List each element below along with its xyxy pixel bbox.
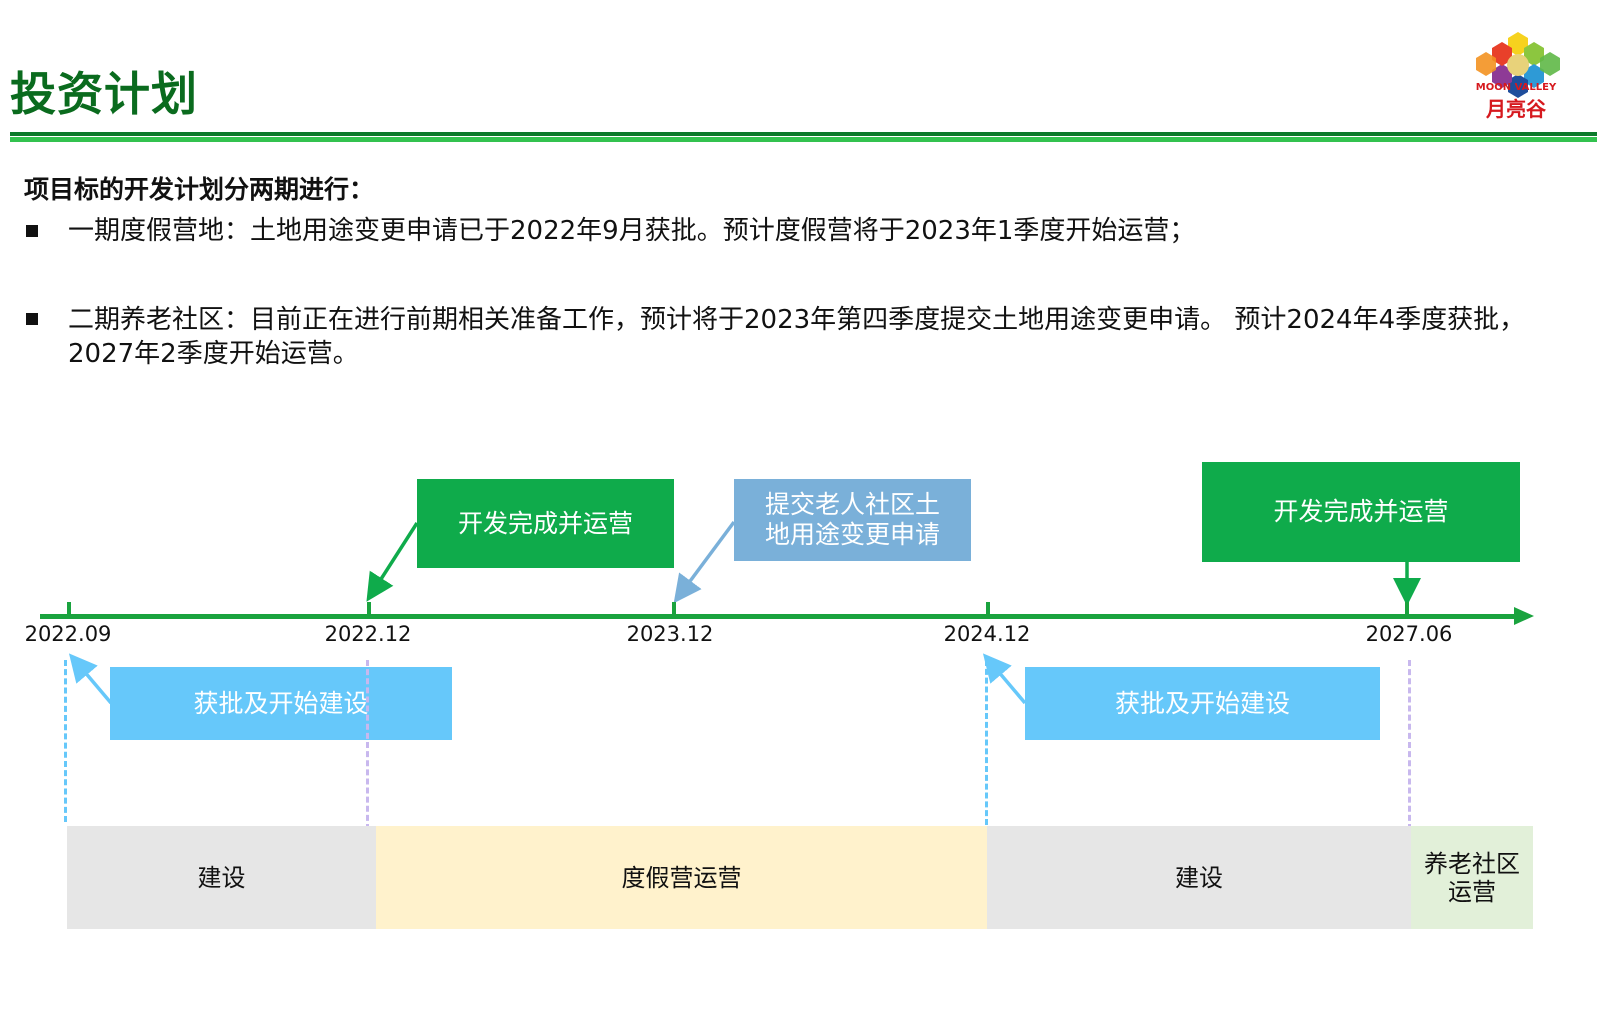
header-divider-dark xyxy=(10,132,1597,136)
logo-text-cn: 月亮谷 xyxy=(1486,97,1546,121)
callout-development-complete-2: 开发完成并运营 xyxy=(1202,462,1520,562)
arrow-to-2022-12 xyxy=(366,522,419,602)
timeline-arrowhead-icon xyxy=(1514,607,1534,625)
date-label-2022-09: 2022.09 xyxy=(24,622,112,646)
moon-valley-logo-icon xyxy=(1476,32,1560,98)
callout-development-complete-1: 开发完成并运营 xyxy=(417,479,674,568)
intro-heading: 项目标的开发计划分两期进行： xyxy=(24,175,375,204)
logo-text-en: MOON VALLEY xyxy=(1475,82,1557,93)
arrow-to-2024-12 xyxy=(982,653,1027,705)
tick-2023-12 xyxy=(672,602,676,618)
tick-2022-09 xyxy=(67,602,71,618)
phase-construction-2: 建设 xyxy=(987,826,1411,929)
bullet-phase-2: 二期养老社区：目前正在进行前期相关准备工作，预计将于2023年第四季度提交土地用… xyxy=(68,305,1526,369)
dash-2024-12 xyxy=(985,660,988,825)
phase-construction-1: 建设 xyxy=(67,826,376,929)
arrow-to-2022-09 xyxy=(68,653,113,705)
phase-camp-operation: 度假营运营 xyxy=(376,826,987,929)
date-label-2024-12: 2024.12 xyxy=(943,622,1031,646)
callout-approval-construction-2: 获批及开始建设 xyxy=(1025,667,1380,740)
date-label-2023-12: 2023.12 xyxy=(626,622,714,646)
callout-submit-land-use-change: 提交老人社区土地用途变更申请 xyxy=(734,479,971,561)
header-divider-light xyxy=(10,137,1597,142)
dash-2022-09 xyxy=(64,660,67,822)
dash-2022-12 xyxy=(366,660,369,830)
tick-2022-12 xyxy=(367,602,371,618)
bullet-phase-1: 一期度假营地：土地用途变更申请已于2022年9月获批。预计度假营将于2023年1… xyxy=(68,216,1196,246)
date-label-2027-06: 2027.06 xyxy=(1365,622,1453,646)
arrow-to-2023-12 xyxy=(673,520,736,604)
dash-2027-06 xyxy=(1408,660,1411,830)
timeline-axis xyxy=(40,614,1518,619)
callout-approval-construction-1: 获批及开始建设 xyxy=(110,667,452,740)
tick-2024-12 xyxy=(986,602,990,618)
date-label-2022-12: 2022.12 xyxy=(324,622,412,646)
page-title: 投资计划 xyxy=(10,67,198,121)
phase-elder-community-operation: 养老社区运营 xyxy=(1411,826,1533,929)
tick-2027-06 xyxy=(1405,602,1409,618)
bullet-marker-2 xyxy=(26,313,38,325)
bullet-marker-1 xyxy=(26,225,38,237)
